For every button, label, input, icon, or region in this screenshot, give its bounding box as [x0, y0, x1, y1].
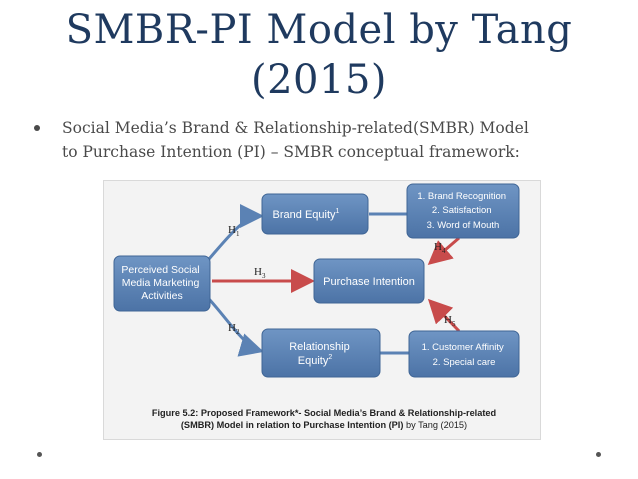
h1-connector: [207, 204, 264, 260]
h4-label: H4: [434, 241, 446, 255]
relationship-equity-line-2: Equity: [298, 355, 329, 367]
figure-caption: Figure 5.2: Proposed Framework*- Social …: [114, 407, 534, 431]
purchase-intention-label: Purchase Intention: [323, 276, 415, 288]
bullet-dot-icon: [34, 125, 40, 131]
h1-label: H1: [228, 224, 240, 238]
h5-label: H5: [444, 314, 456, 328]
brand-outcomes-box: [406, 183, 520, 239]
h2-connector: [207, 297, 264, 357]
customer-outcome-2: 2. Special care: [433, 357, 496, 368]
footer-right-dot-icon: [596, 452, 601, 457]
svg-text:Brand Equity1: Brand Equity1: [273, 208, 340, 221]
slide-title-line-2: (2015): [250, 57, 387, 103]
h4-arrow: [427, 236, 460, 265]
svg-text:1. Brand Recognition 2.: 1. Brand Recognition 2. Satisfaction 3. …: [417, 191, 508, 231]
bullet-text-line-1: Social Media’s Brand & Relationship-rela…: [62, 119, 529, 137]
customer-outcomes-box: [408, 330, 520, 378]
footer-left-dot-icon: [37, 452, 42, 457]
svg-text:1. Customer Affinity 2.: 1. Customer Affinity 2. Special care: [422, 342, 507, 368]
brand-equity-box: [261, 193, 369, 235]
brand-equity-sup: 1: [336, 208, 340, 215]
perceived-line-3: Activities: [141, 290, 182, 302]
purchase-intention-box: [313, 258, 425, 304]
caption-line-2-normal: by Tang (2015): [403, 420, 468, 430]
caption-line-1: Figure 5.2: Proposed Framework*- Social …: [151, 408, 497, 418]
brand-outcome-3: 3. Word of Mouth: [427, 220, 500, 231]
h5-arrow: [427, 298, 461, 333]
bullet-text: Social Media’s Brand & Relationship-rela…: [62, 116, 622, 164]
slide-title-line-1: SMBR-PI Model by Tang: [65, 7, 573, 53]
brand-equity-label: Brand Equity: [273, 209, 336, 221]
h2-label: H2: [228, 322, 240, 336]
svg-text:Perceived Social Media M: Perceived Social Media Marketing Activit…: [121, 264, 202, 302]
customer-outcome-1: 1. Customer Affinity: [422, 342, 504, 353]
brand-outcome-2: 2. Satisfaction: [432, 205, 492, 216]
caption-line-2-bold: (SMBR) Model in relation to Purchase Int…: [180, 420, 404, 430]
framework-figure: Perceived Social Media Marketing Activit…: [103, 180, 541, 440]
relationship-equity-sup: 2: [328, 354, 332, 361]
relationship-equity-line-1: Relationship: [289, 341, 350, 353]
framework-diagram: Perceived Social Media Marketing Activit…: [113, 183, 520, 378]
bullet-text-line-2: to Purchase Intention (PI) – SMBR concep…: [62, 143, 520, 161]
perceived-line-2: Media Marketing: [122, 277, 200, 289]
perceived-line-1: Perceived Social: [121, 264, 199, 276]
svg-text:Relationship Equity2: Relationship Equity2: [289, 341, 353, 367]
h3-label: H3: [254, 266, 266, 280]
brand-outcome-1: 1. Brand Recognition: [417, 191, 506, 202]
perceived-activities-box: [113, 255, 211, 312]
relationship-equity-box: [261, 328, 381, 378]
